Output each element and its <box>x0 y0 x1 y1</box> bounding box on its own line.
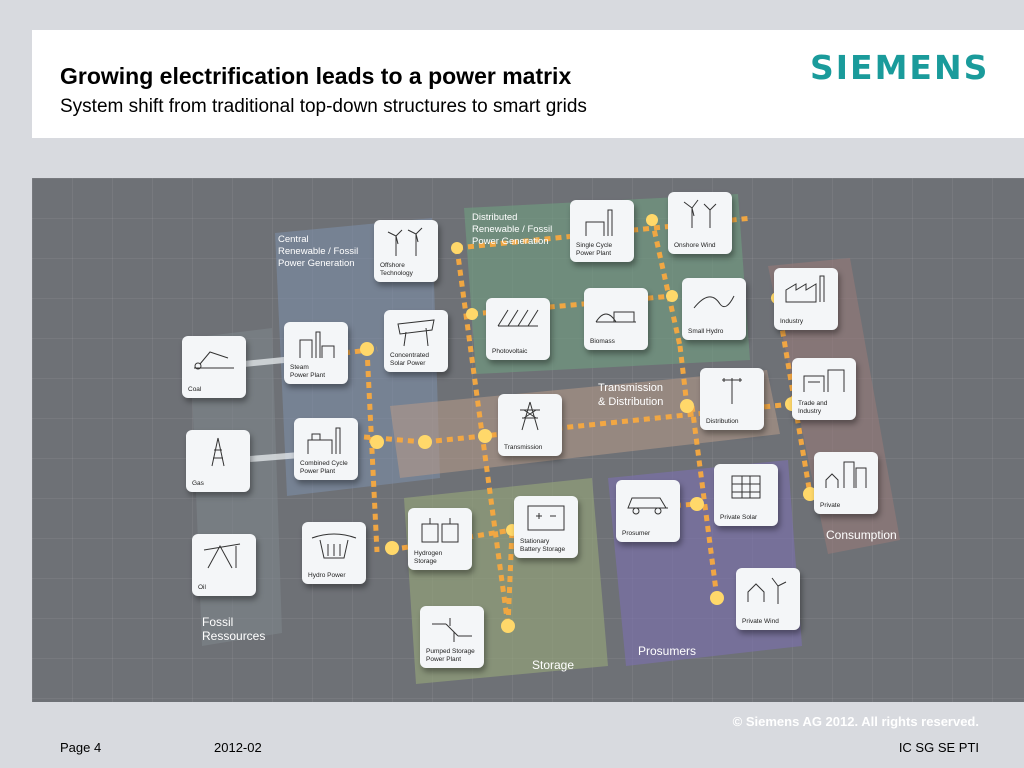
coal-tile: Coal <box>182 336 246 398</box>
pumped-storage-tile: Pumped Storage Power Plant <box>420 606 484 668</box>
private-label: Private <box>820 501 841 509</box>
industry-tile: Industry <box>774 268 838 330</box>
battery-storage-label: Stationary Battery Storage <box>520 538 566 553</box>
gas-rig-icon <box>211 437 225 467</box>
single-cycle-tile: Single Cycle Power Plant <box>570 200 634 262</box>
gas-label: Gas <box>192 479 204 487</box>
page-number: Page 4 <box>60 740 102 755</box>
copyright: © Siemens AG 2012. All rights reserved. <box>732 714 979 729</box>
steam-tile: Steam Power Plant <box>284 322 348 384</box>
transmission-distribution-label: Transmission & Distribution <box>598 382 664 408</box>
solar-tower-icon <box>397 319 435 347</box>
house-wind-icon <box>747 577 787 604</box>
ccpp-tile: Combined Cycle Power Plant <box>294 418 358 480</box>
biomass-label: Biomass <box>590 337 615 345</box>
central-generation-label: Central Renewable / Fossil Power Generat… <box>278 234 359 269</box>
small-hydro-label: Small Hydro <box>688 327 724 335</box>
fossil-resources-label: Fossil Ressources <box>202 615 266 644</box>
hydrogen-tank-icon <box>421 518 459 543</box>
solar-house-icon <box>731 475 761 499</box>
offshore-label: Offshore Technology <box>380 262 413 277</box>
dam-icon <box>311 533 357 559</box>
excavator-icon <box>194 351 234 370</box>
transmission-region <box>390 370 780 478</box>
gas-tile: Gas <box>186 430 250 492</box>
trade-industry-label: Trade and Industry <box>798 400 828 415</box>
ccpp-label: Combined Cycle Power Plant <box>300 460 348 475</box>
photovoltaic-label: Photovoltaic <box>492 347 528 355</box>
industry-label: Industry <box>780 317 804 325</box>
pylon-icon <box>520 401 540 431</box>
transmission-tile: Transmission <box>498 394 562 456</box>
battery-storage-tile: Stationary Battery Storage <box>514 496 578 558</box>
buildings-icon <box>825 461 867 488</box>
transmission-label: Transmission <box>504 443 543 451</box>
utility-pole-icon <box>722 378 742 404</box>
biomass-tile: Biomass <box>584 288 648 350</box>
biomass-plant-icon <box>595 311 636 323</box>
flow-junction-dots <box>360 214 817 633</box>
single-cycle-plant-icon <box>585 209 613 236</box>
hydrogen-storage-tile: Hydrogen Storage <box>408 508 472 570</box>
distribution-label: Distribution <box>706 417 739 425</box>
department: IC SG SE PTI <box>898 740 979 755</box>
page-subtitle: System shift from traditional top-down s… <box>60 96 587 117</box>
private-wind-label: Private Wind <box>742 617 779 625</box>
csp-label: Concentrated Solar Power <box>390 352 430 367</box>
oil-label: Oil <box>198 583 206 591</box>
hydro-tile: Hydro Power <box>302 522 366 584</box>
private-tile: Private <box>814 452 878 514</box>
oil-tile: Oil <box>192 534 256 596</box>
trade-industry-tile: Trade and Industry <box>792 358 856 420</box>
onshore-wind-icon <box>683 199 717 228</box>
shop-icon <box>803 369 845 392</box>
steam-plant-icon <box>299 331 335 358</box>
hydrogen-storage-label: Hydrogen Storage <box>414 550 443 565</box>
power-matrix-diagram: Central Renewable / Fossil Power Generat… <box>32 178 1024 702</box>
onshore-wind-tile: Onshore Wind <box>668 192 732 254</box>
private-wind-tile: Private Wind <box>736 568 800 630</box>
small-hydro-tile: Small Hydro <box>682 278 746 340</box>
steam-label: Steam Power Plant <box>290 364 326 379</box>
pumped-storage-label: Pumped Storage Power Plant <box>426 648 475 663</box>
pumped-storage-icon <box>432 618 472 642</box>
prosumers-label: Prosumers <box>638 644 697 658</box>
csp-tile: Concentrated Solar Power <box>384 310 448 372</box>
consumption-label: Consumption <box>826 528 897 542</box>
hydro-label: Hydro Power <box>308 571 346 579</box>
prosumer-label: Prosumer <box>622 529 651 537</box>
page-title: Growing electrification leads to a power… <box>60 63 572 89</box>
private-solar-tile: Private Solar <box>714 464 778 526</box>
onshore-wind-label: Onshore Wind <box>674 241 716 249</box>
solar-panel-icon <box>497 309 539 327</box>
oil-pump-icon <box>203 543 241 569</box>
battery-icon <box>527 505 565 531</box>
electric-car-icon <box>627 497 668 515</box>
prosumer-tile: Prosumer <box>616 480 680 542</box>
title-bar: Growing electrification leads to a power… <box>32 30 1024 138</box>
single-cycle-label: Single Cycle Power Plant <box>576 242 613 257</box>
factory-icon <box>785 275 825 303</box>
private-solar-label: Private Solar <box>720 513 758 521</box>
storage-label: Storage <box>532 658 575 672</box>
coal-label: Coal <box>188 385 202 393</box>
photovoltaic-tile: Photovoltaic <box>486 298 550 360</box>
distribution-tile: Distribution <box>700 368 764 430</box>
siemens-logo: SIEMENS <box>810 48 990 87</box>
offshore-tile: Offshore Technology <box>374 220 438 282</box>
offshore-wind-icon <box>387 227 423 256</box>
small-hydro-icon <box>693 295 735 309</box>
combined-cycle-icon <box>307 427 341 454</box>
date: 2012-02 <box>214 740 262 755</box>
distributed-generation-label: Distributed Renewable / Fossil Power Gen… <box>472 212 553 247</box>
